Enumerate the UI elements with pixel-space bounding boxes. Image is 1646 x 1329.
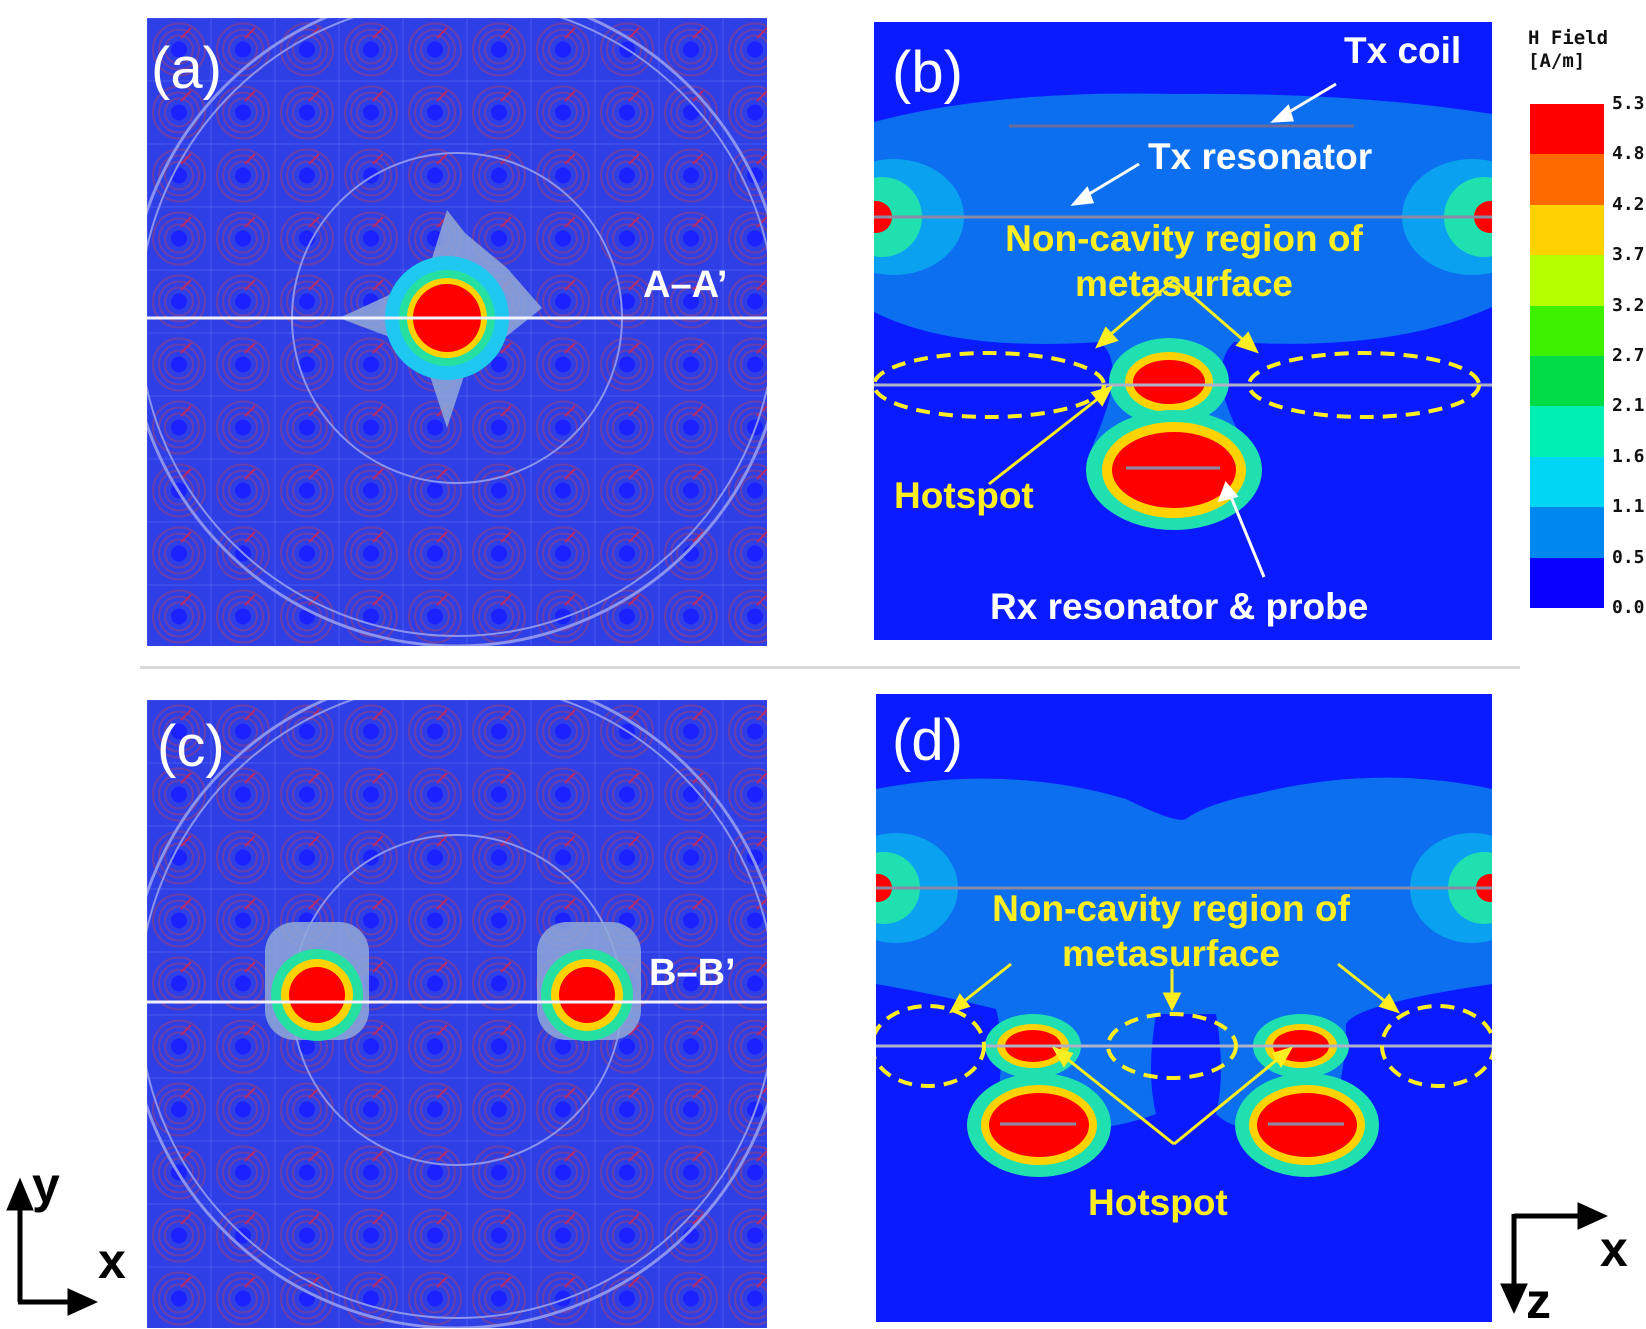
hotspot-right-c xyxy=(537,922,641,1041)
colorbar-tick-label: 1.6 xyxy=(1612,445,1645,467)
axis-label-x-top: x xyxy=(98,1233,126,1289)
panel-c: (c) B–B’ xyxy=(147,700,767,1328)
axes-top-view xyxy=(6,1177,99,1316)
colorbar-tick-label: 5.3 xyxy=(1612,93,1645,114)
hotspot-label-d: Hotspot xyxy=(1088,1182,1228,1223)
tx-coil-label: Tx coil xyxy=(1344,30,1462,71)
colorbar-tick-label: 0.5 xyxy=(1612,546,1645,568)
colorbar-segment xyxy=(1530,355,1604,407)
noncavity-label-b-line2: metasurface xyxy=(1074,263,1293,304)
colorbar-title: H Field [A/m] xyxy=(1528,27,1608,73)
noncavity-label-d-line2: metasurface xyxy=(1061,933,1280,974)
panel-a-field-map xyxy=(147,18,767,646)
rx-label: Rx resonator & probe xyxy=(990,586,1369,627)
noncavity-label-d-line1: Non-cavity region of xyxy=(992,888,1350,929)
axis-label-z-side: z xyxy=(1526,1273,1551,1329)
panel-b-field-map xyxy=(874,82,1492,578)
colorbar-title-line2: [A/m] xyxy=(1528,50,1586,72)
colorbar-segment xyxy=(1530,154,1604,205)
noncavity-label-b: Non-cavity region of metasurface xyxy=(944,220,1424,302)
noncavity-label-b-line1: Non-cavity region of xyxy=(1005,218,1363,259)
colorbar-segment xyxy=(1530,406,1604,457)
section-label-c: B–B’ xyxy=(649,952,736,994)
axis-label-x-side: x xyxy=(1600,1221,1628,1277)
axis-label-y-top: y xyxy=(32,1157,60,1213)
row-separator xyxy=(140,666,1520,669)
colorbar-tick-label: 1.1 xyxy=(1612,496,1645,518)
noncavity-ellipse-d-middle xyxy=(1106,1012,1238,1080)
noncavity-ellipse-d-right xyxy=(1380,1004,1492,1088)
panel-c-field-map xyxy=(147,700,767,1328)
hotspot-label-b: Hotspot xyxy=(894,475,1034,516)
noncavity-ellipse-right xyxy=(1247,351,1481,419)
panel-b-label: (b) xyxy=(892,40,963,105)
panel-a-label: (a) xyxy=(151,36,222,101)
panel-b: (b) Tx coil Tx resonator Non-cavity regi… xyxy=(874,22,1492,640)
colorbar-title-line1: H Field xyxy=(1528,27,1609,49)
colorbar-tick-label: 2.1 xyxy=(1612,395,1645,417)
panel-d-label: (d) xyxy=(892,708,963,773)
colorbar-tick-label: 3.7 xyxy=(1612,244,1645,266)
panel-a: (a) A–A’ xyxy=(147,18,767,646)
tx-resonator-label: Tx resonator xyxy=(1148,136,1373,177)
colorbar-segment xyxy=(1530,204,1604,256)
noncavity-ellipse-left xyxy=(874,351,1106,419)
hotspot-left-c xyxy=(265,922,369,1041)
panel-c-label: (c) xyxy=(157,714,225,779)
noncavity-ellipse-d-left xyxy=(876,1004,986,1088)
colorbar-segment xyxy=(1530,456,1604,508)
colorbar-segment xyxy=(1530,557,1604,608)
colorbar xyxy=(1530,104,1604,608)
colorbar-tick-label: 0.0 xyxy=(1612,597,1645,618)
section-label-a: A–A’ xyxy=(643,264,728,306)
colorbar-tick-label: 4.8 xyxy=(1612,143,1645,165)
colorbar-segment xyxy=(1530,104,1604,155)
colorbar-tick-label: 3.2 xyxy=(1612,294,1645,316)
panel-d: (d) Non-cavity region of metasurface Hot… xyxy=(876,694,1492,1322)
panel-d-field-map xyxy=(876,777,1492,1177)
colorbar-segment xyxy=(1530,305,1604,356)
noncavity-label-d: Non-cavity region of metasurface xyxy=(916,890,1426,972)
axes-side-view xyxy=(1500,1202,1609,1315)
colorbar-tick-label: 2.7 xyxy=(1612,345,1645,366)
metasurface-array-c xyxy=(147,700,767,1328)
colorbar-segment xyxy=(1530,507,1604,558)
colorbar-segment xyxy=(1530,255,1604,306)
colorbar-tick-label: 4.2 xyxy=(1612,193,1645,215)
